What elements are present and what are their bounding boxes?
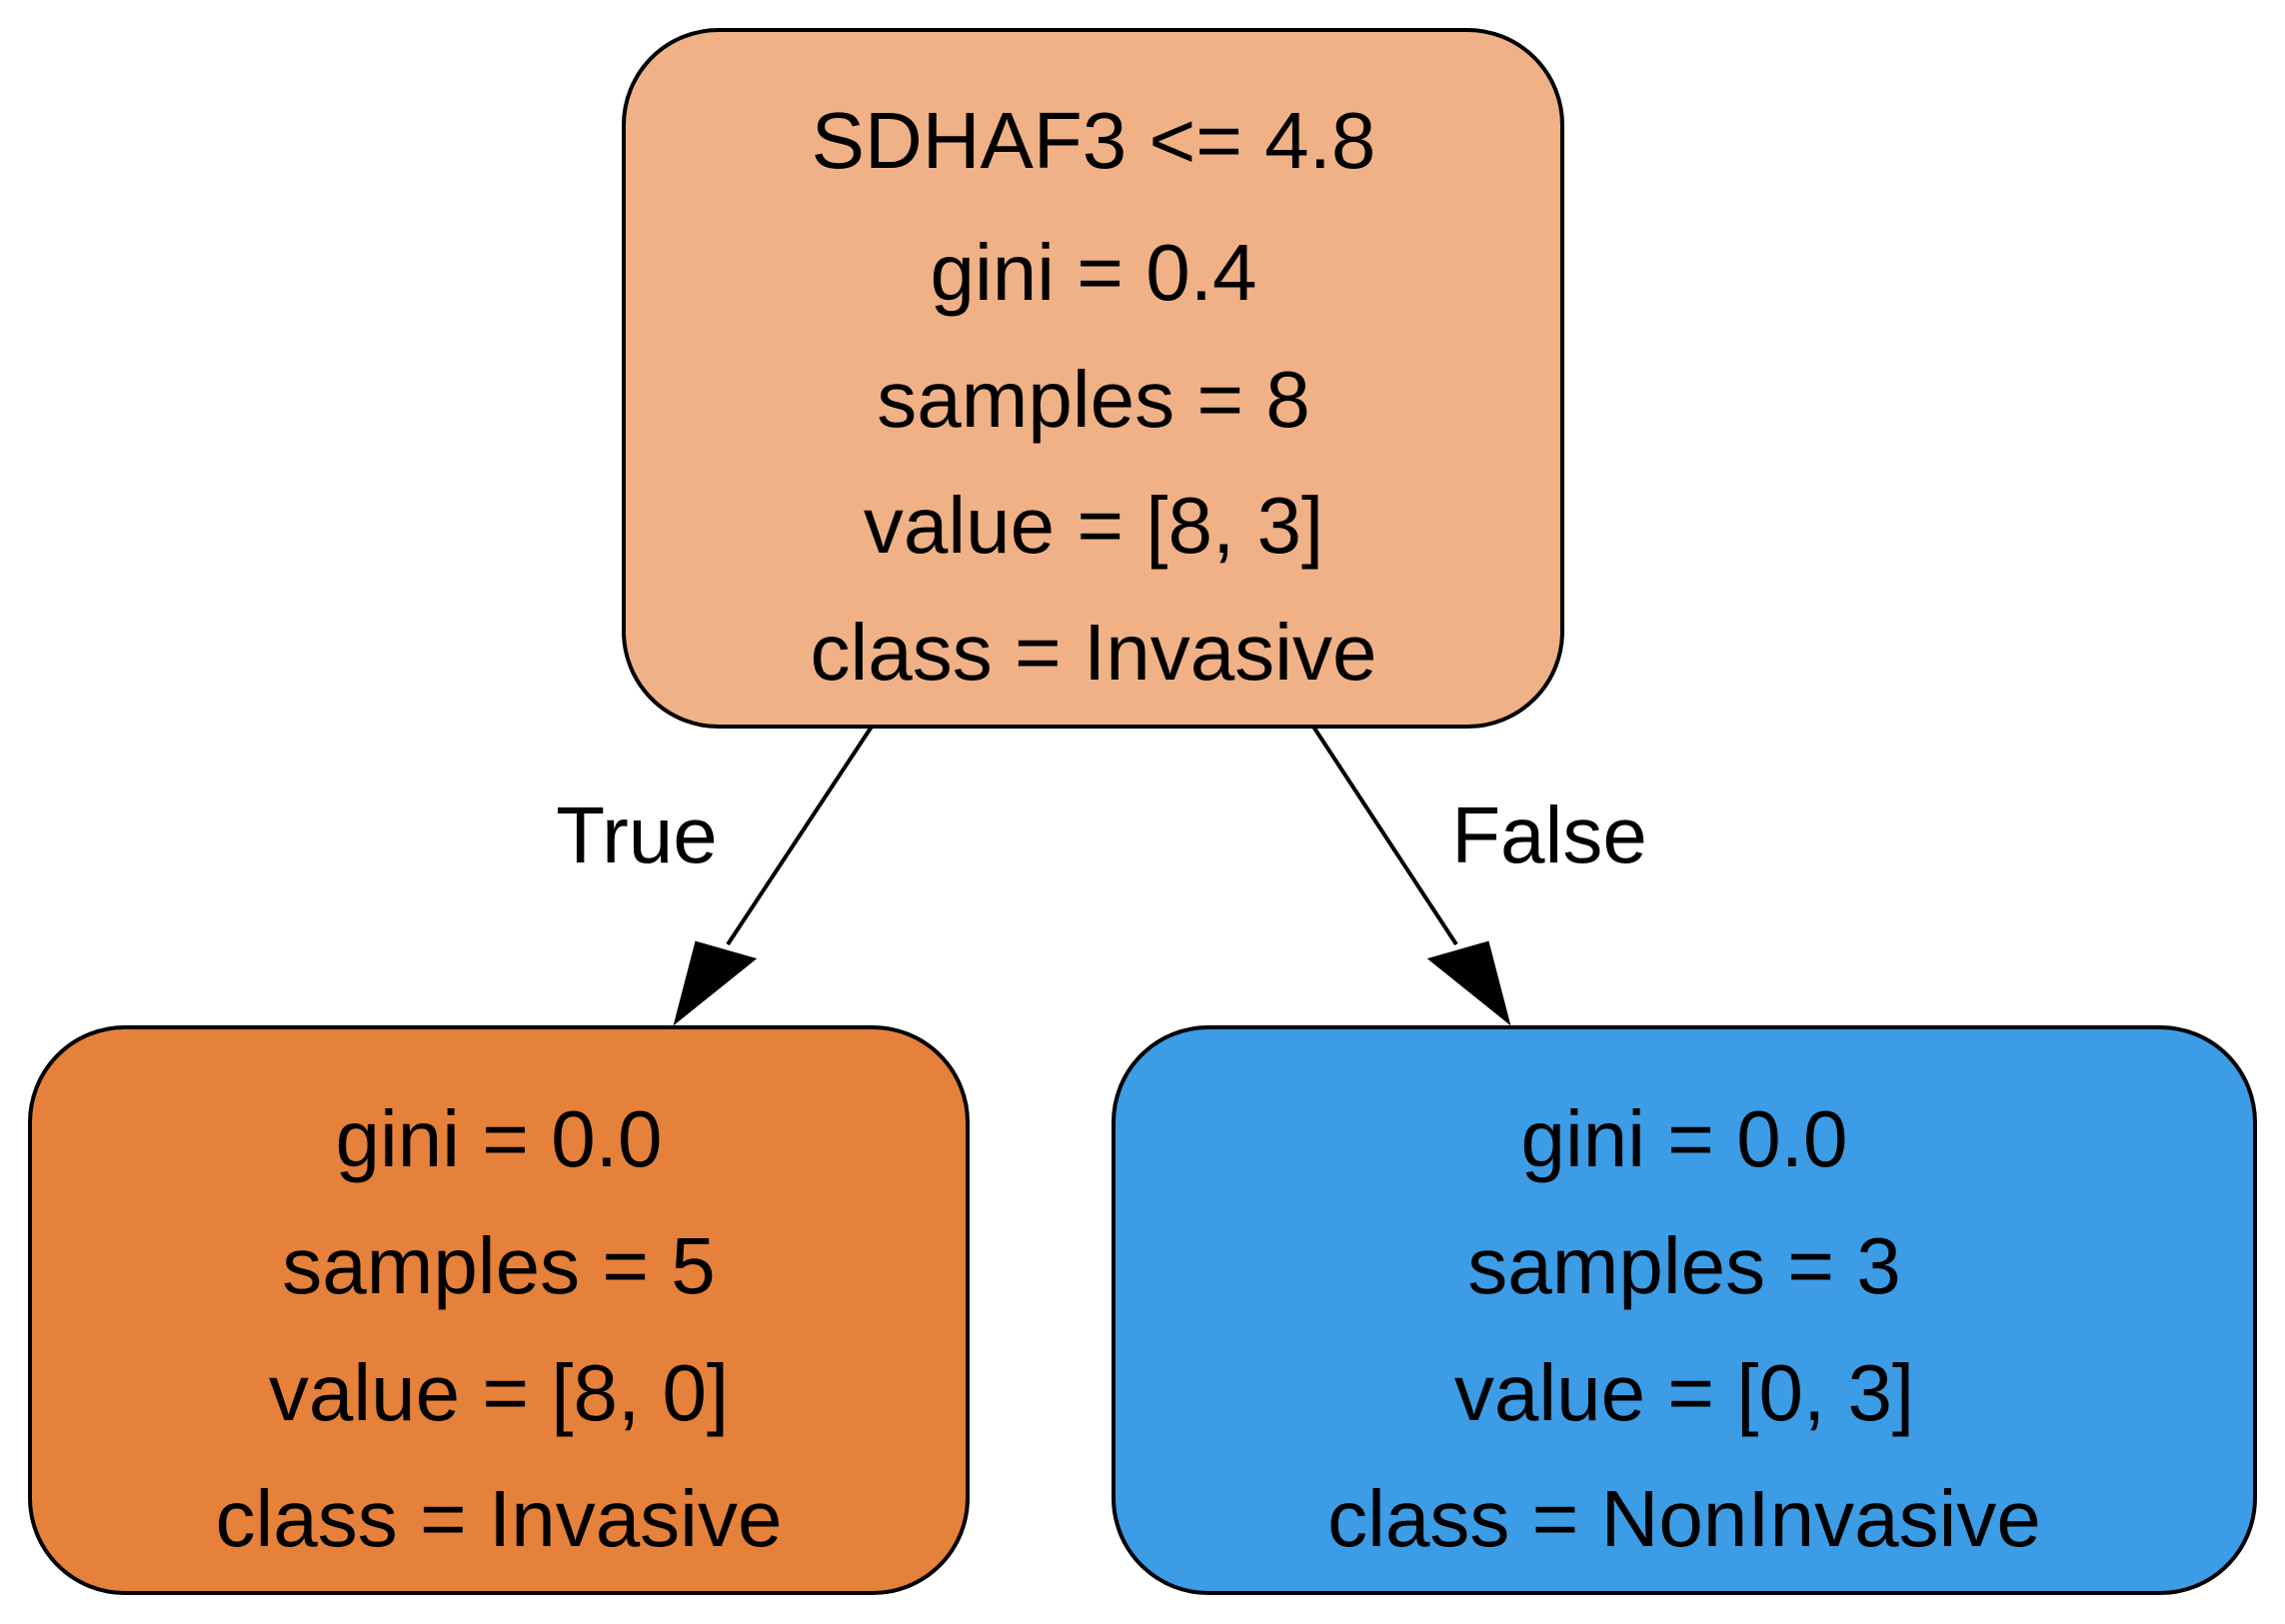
left-leaf-samples: samples = 5 (282, 1221, 716, 1310)
right-leaf-gini: gini = 0.0 (1521, 1094, 1848, 1183)
left-leaf-node: gini = 0.0 samples = 5 value = [8, 0] cl… (28, 1025, 970, 1595)
edge-false: False (1311, 725, 1647, 1026)
edge-true-arrowhead (673, 940, 758, 1026)
root-gini: gini = 0.4 (931, 228, 1257, 317)
edge-false-label: False (1451, 791, 1647, 879)
right-leaf-class: class = NonInvasive (1327, 1474, 2041, 1563)
root-split-condition: SDHAF3 <= 4.8 (812, 96, 1376, 185)
right-leaf-samples: samples = 3 (1467, 1221, 1901, 1310)
root-value: value = [8, 3] (864, 481, 1323, 570)
left-leaf-class: class = Invasive (216, 1474, 783, 1563)
right-leaf-value: value = [0, 3] (1454, 1348, 1914, 1437)
root-class: class = Invasive (811, 608, 1377, 697)
edge-true-label: True (556, 791, 718, 879)
edge-true-line (726, 725, 874, 946)
edge-true: True (556, 725, 874, 1026)
edge-false-line (1311, 725, 1458, 946)
root-node: SDHAF3 <= 4.8 gini = 0.4 samples = 8 val… (622, 28, 1564, 729)
left-leaf-gini: gini = 0.0 (336, 1094, 663, 1183)
right-leaf-box (1112, 1025, 2257, 1595)
left-leaf-box (28, 1025, 970, 1595)
right-leaf-node: gini = 0.0 samples = 3 value = [0, 3] cl… (1112, 1025, 2257, 1595)
left-leaf-value: value = [8, 0] (269, 1348, 729, 1437)
root-node-box (622, 28, 1564, 729)
root-samples: samples = 8 (877, 355, 1310, 444)
edge-false-arrowhead (1426, 940, 1511, 1026)
